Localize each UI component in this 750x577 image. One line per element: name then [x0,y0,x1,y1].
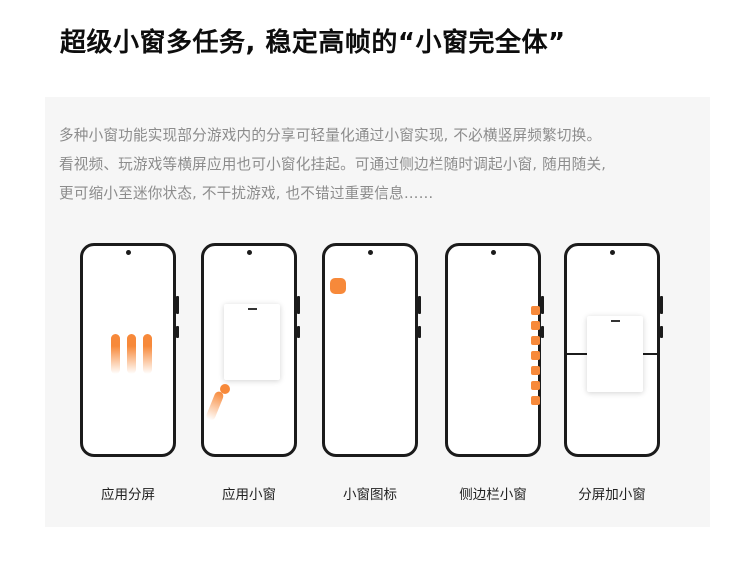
phone-sidebar-small-window [445,243,544,457]
front-camera [490,250,496,255]
side-button [418,326,421,338]
sidebar-app-icon [531,336,540,345]
label-sidebar-small-window: 侧边栏小窗 [459,487,527,503]
label-app-split-screen: 应用分屏 [101,487,155,503]
feature-description: 多种小窗功能实现部分游戏内的分享可轻量化通过小窗实现, 不必横竖屏频繁切换。 看… [59,121,699,208]
label-app-small-window: 应用小窗 [222,487,276,503]
side-button [176,326,179,338]
mini-window-icon [330,278,346,294]
front-camera [367,250,373,255]
phone-app-split-screen [80,243,179,457]
window-handle [247,308,257,310]
description-line-3: 更可缩小至迷你状态, 不干扰游戏, 也不错过重要信息…… [59,185,434,202]
front-camera [246,250,252,255]
description-line-1: 多种小窗功能实现部分游戏内的分享可轻量化通过小窗实现, 不必横竖屏频繁切换。 [59,127,602,144]
side-button [541,326,544,338]
touch-point-icon [220,384,230,394]
swipe-gesture-icon [127,334,136,374]
swipe-gesture-icon [143,334,152,374]
front-camera [125,250,131,255]
label-small-window-icon: 小窗图标 [343,487,397,503]
front-camera [609,250,615,255]
sidebar-app-icon [531,381,540,390]
sidebar-app-icon [531,351,540,360]
side-button [660,296,663,314]
label-split-screen-plus-small-window: 分屏加小窗 [578,487,646,503]
sidebar-app-icon [531,396,540,405]
side-button [297,296,300,314]
side-button [418,296,421,314]
sidebar-app-icon [531,306,540,315]
phone-split-screen-plus-small-window [564,243,663,457]
swipe-trail-icon [205,390,225,422]
window-handle [610,320,620,322]
sidebar-app-icon [531,366,540,375]
floating-window [587,316,643,392]
sidebar-app-icon [531,321,540,330]
floating-window [224,304,280,380]
page-title: 超级小窗多任务, 稳定高帧的“小窗完全体” [60,28,566,58]
phone-small-window-icon [322,243,421,457]
description-line-2: 看视频、玩游戏等横屏应用也可小窗化挂起。可通过侧边栏随时调起小窗, 随用随关, [59,156,607,173]
side-button [176,296,179,314]
phone-app-small-window [201,243,300,457]
side-button [297,326,300,338]
side-button [660,326,663,338]
phone-illustrations: 应用分屏 应用小窗 小窗图标 [45,243,710,503]
side-button [541,296,544,314]
feature-panel: 多种小窗功能实现部分游戏内的分享可轻量化通过小窗实现, 不必横竖屏频繁切换。 看… [45,97,710,527]
swipe-gesture-icon [111,334,120,374]
